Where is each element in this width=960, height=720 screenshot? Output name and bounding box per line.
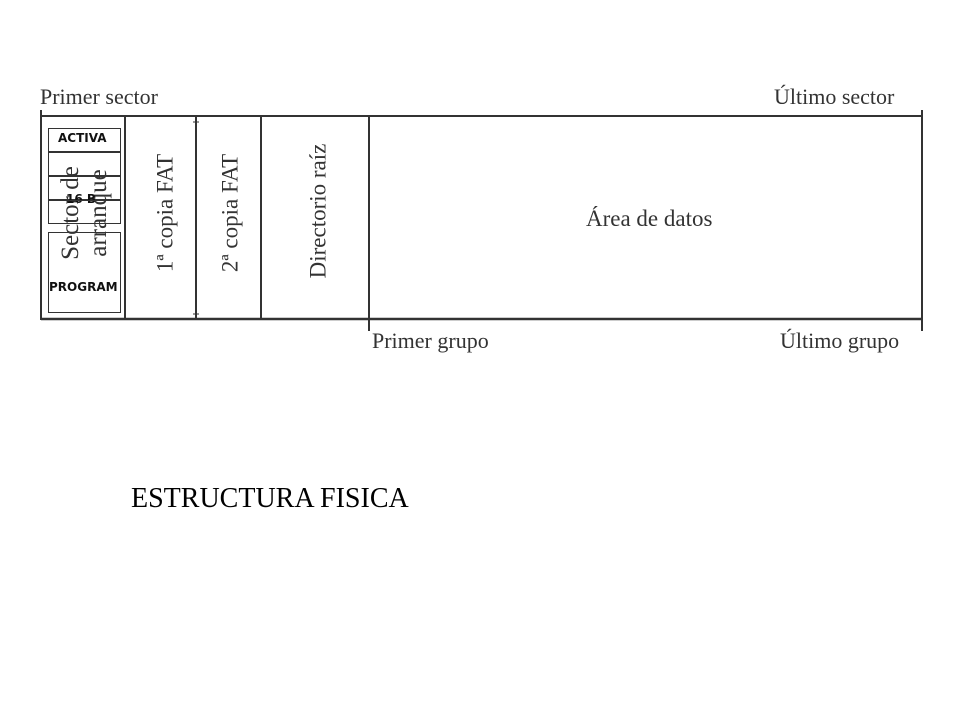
program-box: [48, 232, 121, 313]
program-label: PROGRAM: [49, 280, 118, 294]
active-label: ACTIVA: [58, 131, 107, 145]
fat-copy-2-label: 2ª copia FAT: [217, 153, 243, 273]
last-group-label: Último grupo: [780, 328, 900, 353]
boot-sub-box-4: [48, 200, 121, 224]
fat-copy-1-label: 1ª copia FAT: [152, 153, 178, 273]
slide-caption: ESTRUCTURA FISICA: [131, 483, 409, 514]
boot-sub-box-2: [48, 152, 121, 176]
last-sector-label: Último sector: [774, 84, 895, 109]
boot-sub-box-3: [48, 176, 121, 200]
root-directory-label: Directorio raíz: [305, 143, 331, 279]
first-sector-label: Primer sector: [40, 84, 158, 109]
size-label: 16 B: [66, 192, 97, 206]
data-area-label: Área de datos: [586, 206, 713, 231]
first-group-label: Primer grupo: [372, 328, 489, 353]
active-box: [48, 128, 121, 152]
